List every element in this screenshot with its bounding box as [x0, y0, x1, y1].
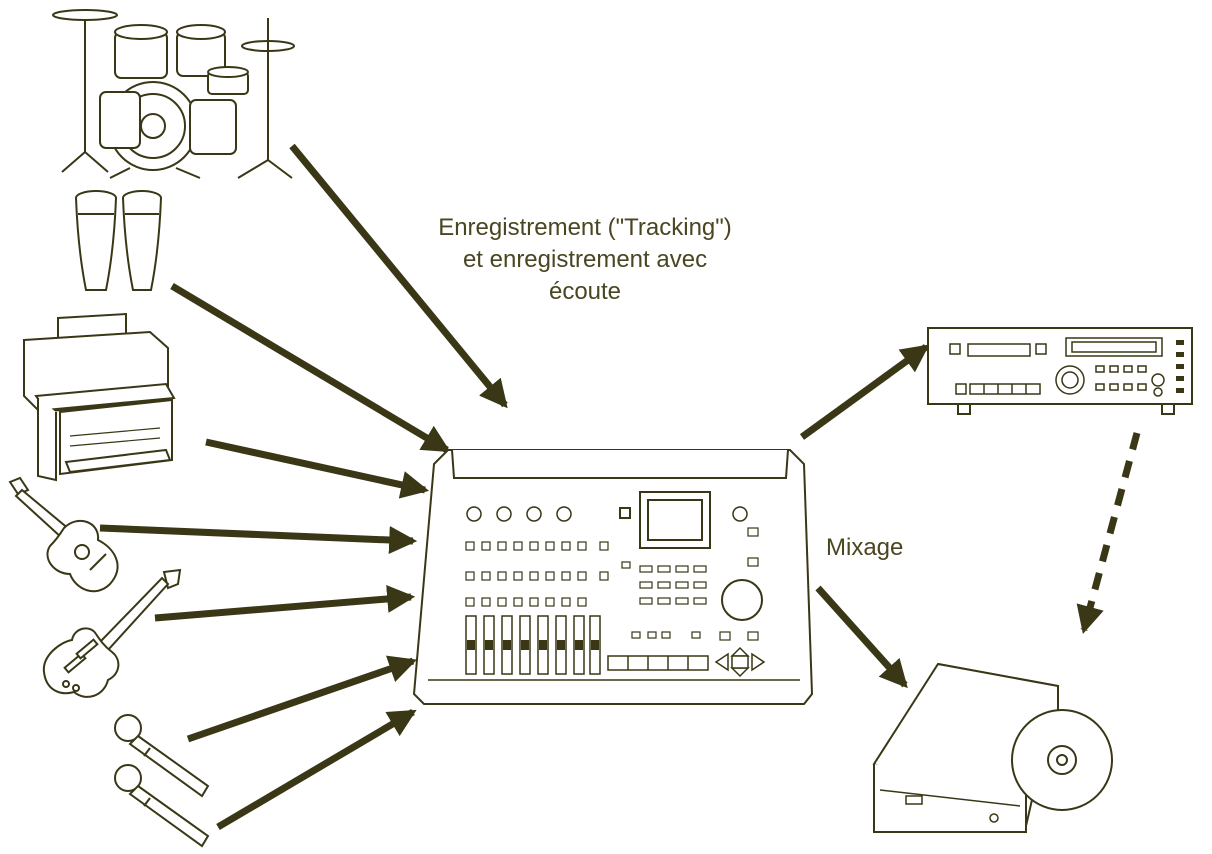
arrow-microphone-1	[186, 655, 417, 743]
acoustic-guitar-icon	[8, 476, 119, 593]
arrow-drums	[289, 143, 508, 409]
organ-icon	[23, 312, 176, 482]
electric-guitar-icon	[42, 568, 182, 698]
conga-drums-icon	[75, 190, 162, 291]
mixing-label: Mixage	[826, 534, 904, 561]
arrow-organ	[205, 438, 430, 499]
arrow-congas	[170, 282, 451, 454]
arrows	[99, 143, 1141, 831]
tracking-label-line-3: écoute	[548, 278, 622, 305]
microphone-icon	[114, 714, 210, 798]
master-recorder-icon	[927, 327, 1193, 415]
tracking-label-line-2: et enregistrement avec	[462, 246, 708, 273]
arrow-master-to-cd-dashed	[1076, 432, 1141, 635]
tracking-label-line-1: Enregistrement ("Tracking")	[438, 214, 732, 241]
multitrack-recorder-icon	[412, 449, 814, 705]
drum-kit-icon	[52, 9, 295, 179]
arrow-microphone-2	[216, 708, 417, 831]
tracking-label: Enregistrement ("Tracking") et enregistr…	[400, 212, 770, 308]
cd-burner-icon	[872, 662, 1113, 833]
arrow-electric-guitar	[154, 584, 416, 622]
arrow-acoustic-guitar	[99, 524, 418, 555]
arrow-to-master	[799, 344, 930, 440]
microphone-icon	[114, 764, 210, 848]
arrow-to-cd	[815, 585, 908, 689]
